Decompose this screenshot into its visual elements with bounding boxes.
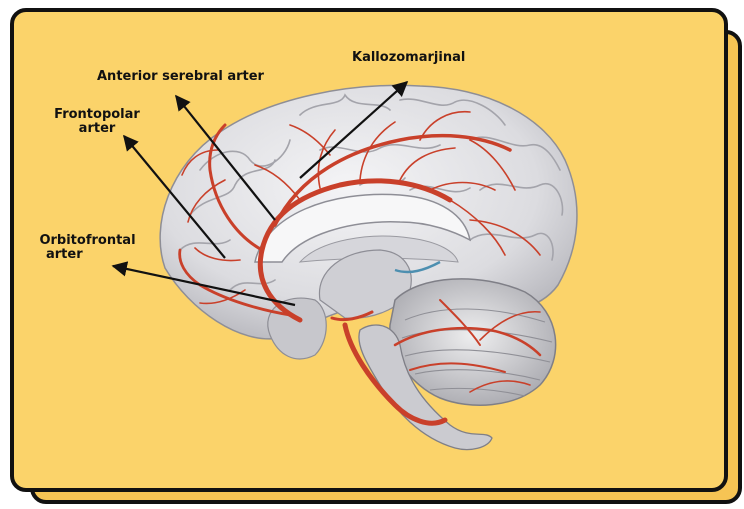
label-frontopolar-line1: Frontopolar [47, 108, 147, 122]
label-kallozomarjinal: Kallozomarjinal [352, 51, 465, 65]
label-orbitofrontal-line1: Orbitofrontal [30, 234, 145, 248]
label-frontopolar-line2: arter [47, 122, 147, 136]
label-orbitofrontal-line2: arter [30, 248, 145, 262]
temporal-lobe [268, 298, 326, 359]
label-orbitofrontal-arter: Orbitofrontal arter [30, 234, 145, 262]
label-anterior-serebral-arter: Anterior serebral arter [97, 70, 264, 84]
label-frontopolar-arter: Frontopolar arter [47, 108, 147, 136]
